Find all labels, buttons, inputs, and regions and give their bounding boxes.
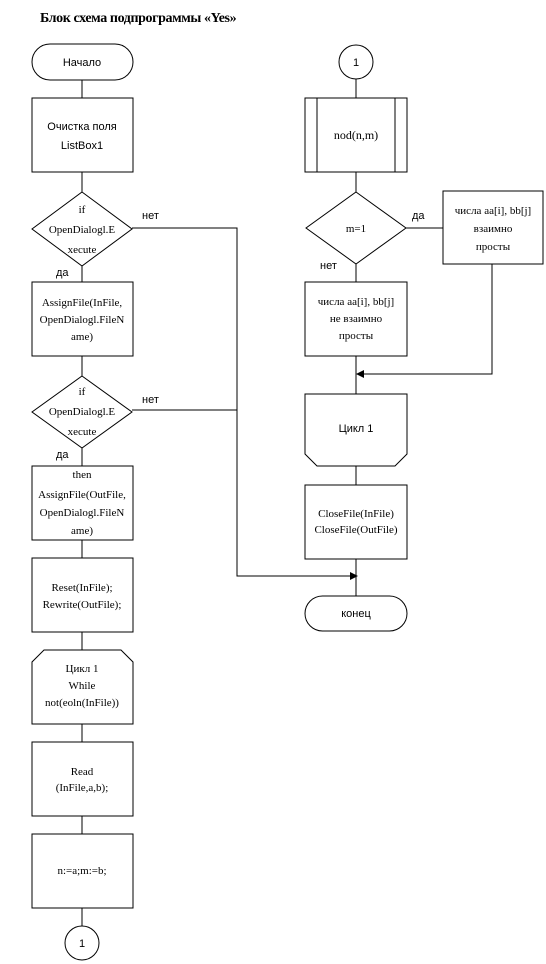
svg-text:взаимно: взаимно [474, 223, 513, 235]
svg-text:Цикл 1: Цикл 1 [66, 663, 99, 675]
connectors-right [355, 79, 493, 596]
svg-text:While: While [69, 680, 96, 692]
svg-text:Read: Read [71, 766, 94, 778]
svg-text:n:=a;m:=b;: n:=a;m:=b; [57, 865, 106, 877]
svg-text:Начало: Начало [63, 57, 101, 69]
svg-text:ListBox1: ListBox1 [61, 140, 103, 152]
coprime-result: числа aa[i], bb[j] взаимно просты [442, 190, 544, 265]
assign-infile-process: AssignFile(InFile, OpenDialogl.FileN ame… [31, 281, 134, 357]
assign-outfile-process: then AssignFile(OutFile, OpenDialogl.Fil… [31, 465, 134, 541]
svg-text:Rewrite(OutFile);: Rewrite(OutFile); [43, 599, 122, 611]
reset-rewrite-process: Reset(InFile); Rewrite(OutFile); [31, 557, 134, 633]
svg-text:CloseFile(InFile): CloseFile(InFile) [318, 508, 394, 520]
svg-text:xecute: xecute [68, 426, 97, 438]
svg-text:просты: просты [339, 330, 374, 342]
arrowhead [350, 572, 358, 580]
svg-text:Очистка поля: Очистка поля [47, 121, 116, 133]
svg-text:OpenDialogl.E: OpenDialogl.E [49, 406, 116, 418]
svg-text:OpenDialogl.FileN: OpenDialogl.FileN [40, 507, 125, 519]
svg-text:Reset(InFile);: Reset(InFile); [51, 582, 112, 594]
svg-text:конец: конец [341, 608, 371, 620]
svg-text:xecute: xecute [68, 244, 97, 256]
close-files-process: CloseFile(InFile) CloseFile(OutFile) [304, 484, 408, 560]
decision-m-equals-1: m=1 [305, 191, 407, 265]
svg-text:числа aa[i], bb[j]: числа aa[i], bb[j] [455, 205, 531, 217]
svg-text:Цикл 1: Цикл 1 [339, 423, 374, 435]
end-terminal: конец [304, 595, 408, 632]
connectors-left [81, 80, 358, 926]
connector-bottom: 1 [64, 925, 100, 961]
label-no: нет [142, 394, 159, 406]
svg-text:then: then [73, 469, 92, 481]
svg-text:ame): ame) [71, 331, 93, 343]
svg-text:AssignFile(InFile,: AssignFile(InFile, [42, 297, 123, 309]
svg-text:if: if [79, 386, 86, 398]
svg-text:if: if [79, 204, 86, 216]
arrowhead [356, 370, 364, 378]
svg-text:числа aa[i], bb[j]: числа aa[i], bb[j] [318, 296, 394, 308]
label-no: нет [320, 260, 337, 272]
svg-text:AssignFile(OutFile,: AssignFile(OutFile, [38, 489, 126, 501]
svg-text:m=1: m=1 [346, 223, 366, 235]
svg-text:просты: просты [476, 241, 511, 253]
diagram-title: Блок схема подпрограммы «Yes» [40, 11, 237, 26]
not-coprime-result: числа aa[i], bb[j] не взаимно просты [304, 281, 408, 357]
nod-subprocess: nod(n,m) [304, 97, 408, 173]
label-no: нет [142, 210, 159, 222]
svg-text:OpenDialogl.FileN: OpenDialogl.FileN [40, 314, 125, 326]
svg-text:not(eoln(InFile)): not(eoln(InFile)) [45, 697, 119, 709]
decision-open-outfile: if OpenDialogl.E xecute [31, 375, 133, 449]
label-yes: да [56, 449, 69, 461]
loop-end: Цикл 1 [304, 393, 408, 467]
label-yes: да [56, 267, 69, 279]
start-terminal: Начало [31, 43, 134, 81]
assign-nm-process: n:=a;m:=b; [31, 833, 134, 909]
svg-text:1: 1 [353, 57, 359, 69]
loop-start: Цикл 1 While not(eoln(InFile)) [31, 649, 134, 725]
read-process: Read (InFile,a,b); [31, 741, 134, 817]
svg-text:ame): ame) [71, 525, 93, 537]
svg-text:(InFile,a,b);: (InFile,a,b); [56, 782, 109, 794]
svg-text:1: 1 [79, 938, 85, 950]
label-yes: да [412, 210, 425, 222]
svg-text:CloseFile(OutFile): CloseFile(OutFile) [314, 524, 397, 536]
connector-top: 1 [338, 44, 374, 80]
clear-listbox-process: Очистка поля ListBox1 [31, 97, 134, 173]
svg-text:OpenDialogl.E: OpenDialogl.E [49, 224, 116, 236]
svg-text:nod(n,m): nod(n,m) [334, 128, 378, 142]
decision-open-infile: if OpenDialogl.E xecute [31, 191, 133, 267]
svg-text:не взаимно: не взаимно [330, 313, 383, 325]
